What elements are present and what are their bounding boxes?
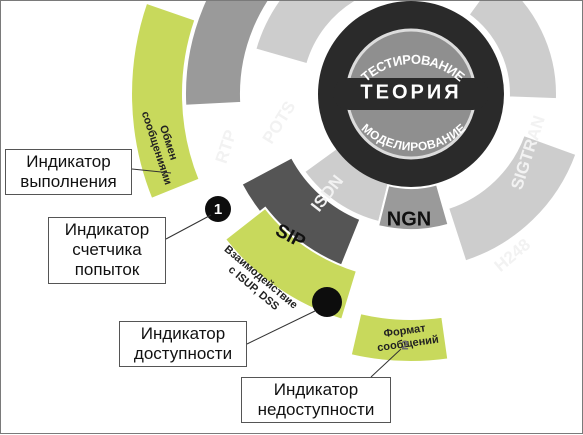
message-format-line-1: Формат — [383, 322, 427, 340]
hub-center-text: ТЕОРИЯ — [360, 81, 461, 103]
attempt-counter-indicator — [205, 196, 231, 222]
segment-label-ngn: NGN — [387, 208, 431, 230]
hub-center-bar — [333, 78, 489, 110]
callout-execution-indicator: Индикатор выполнения — [5, 149, 132, 195]
leader-availability — [246, 310, 316, 345]
segment-message-exchange[interactable] — [130, 1, 201, 201]
segment-h248[interactable] — [446, 133, 578, 263]
leader-execution — [131, 168, 172, 174]
availability-indicator — [312, 287, 342, 317]
indicators: 1 2 — [205, 196, 409, 352]
attempt-counter-digit: 1 — [214, 201, 222, 218]
callout-availability-indicator: Индикатор доступности — [119, 321, 247, 367]
segment-label-rtp: RTP — [212, 128, 241, 166]
segment-label-pots: POTS — [259, 98, 300, 147]
segment-sigtran[interactable] — [467, 1, 558, 101]
leader-unavailability — [370, 348, 402, 378]
segment-message-format[interactable] — [349, 312, 450, 363]
callout-attempt-counter-indicator: Индикатор счетчика попыток — [48, 217, 166, 284]
callout-leaders — [131, 168, 402, 378]
leader-attempts — [165, 214, 212, 240]
hub: ТЕСТИРОВАНИЕ ТЕОРИЯ МОДЕЛИРОВАНИЕ — [318, 1, 504, 187]
segment-ngn[interactable] — [376, 183, 450, 231]
segments-layer — [130, 1, 578, 363]
callout-unavailability-indicator: Индикатор недоступности — [241, 377, 391, 423]
segment-rtp[interactable] — [183, 1, 297, 107]
unavailability-indicator-digit: 2 — [401, 337, 408, 352]
segment-pots[interactable] — [254, 1, 359, 66]
